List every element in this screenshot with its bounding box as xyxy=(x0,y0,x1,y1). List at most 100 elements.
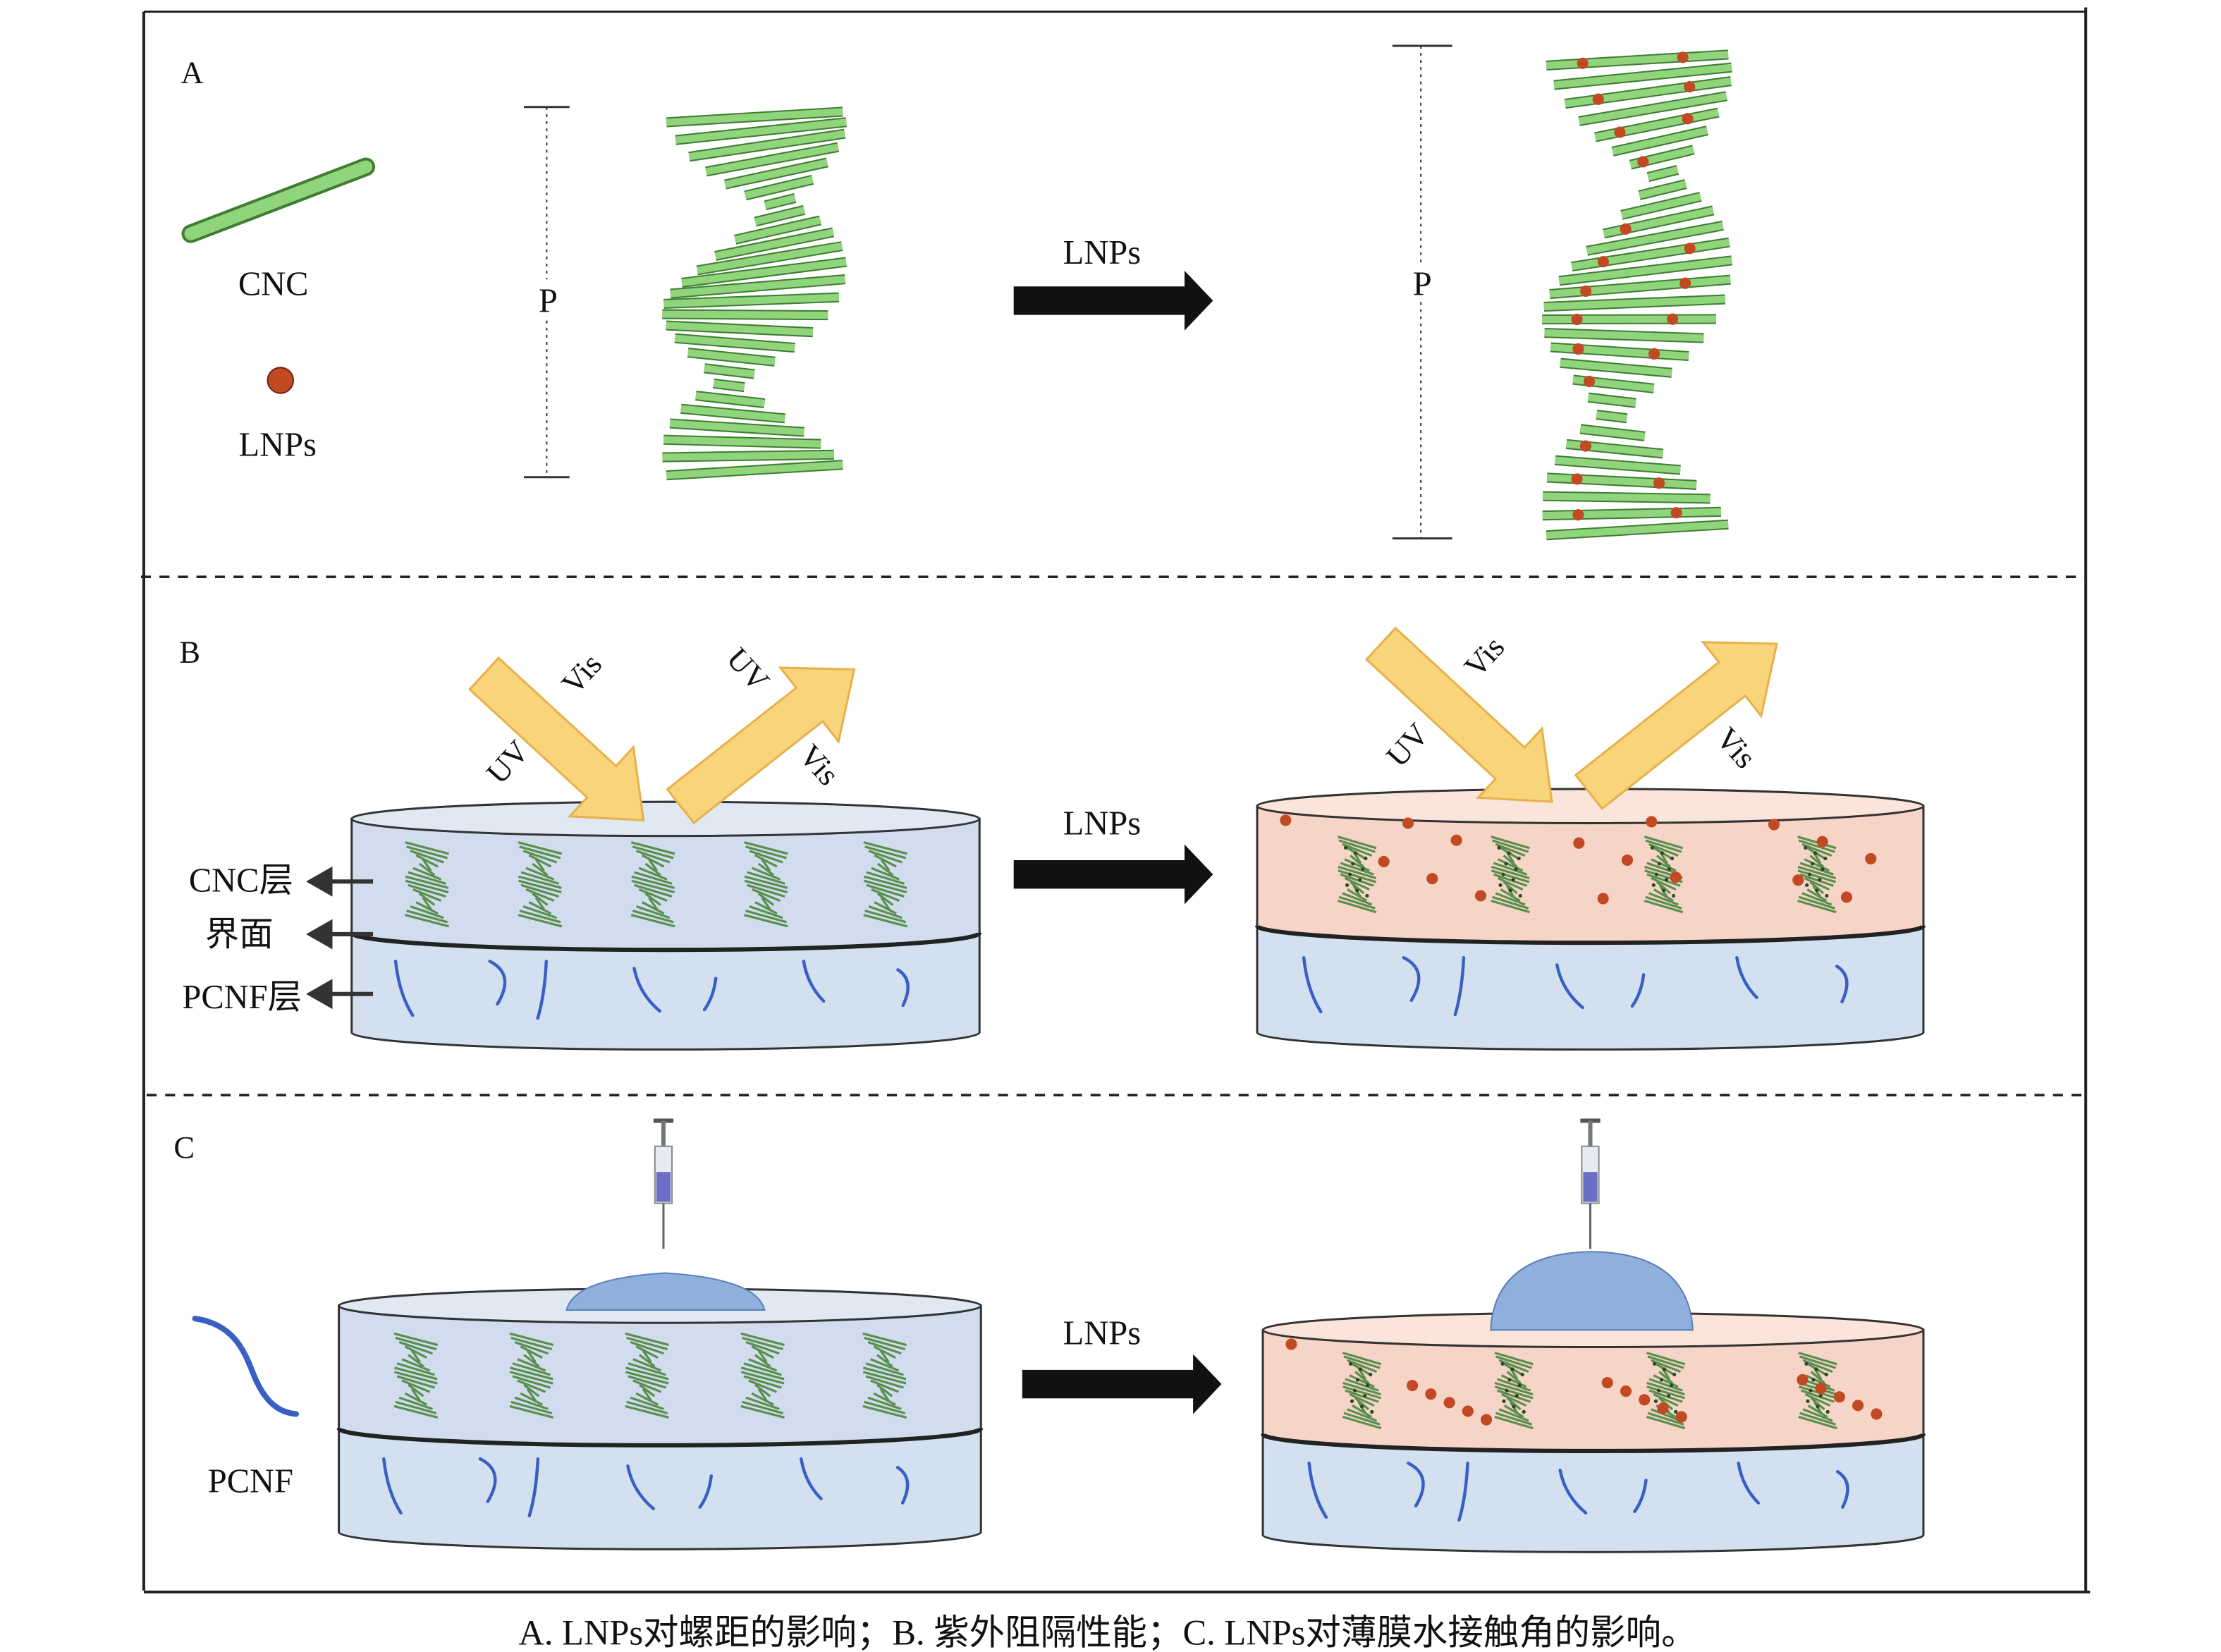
cnc-helix-motif xyxy=(509,1405,554,1419)
lnp-particle xyxy=(1620,1385,1632,1397)
cnc-rod xyxy=(1558,257,1732,285)
lnp-particle xyxy=(1684,243,1696,255)
cnc-helix-motif xyxy=(632,845,674,859)
pcnf-fiber xyxy=(382,1457,403,1515)
lnp-particle xyxy=(1348,872,1352,876)
cnc-helix-motif xyxy=(644,862,661,876)
cnc-helix-motif xyxy=(863,875,907,889)
cnc-helix-pure xyxy=(662,106,848,481)
lnp-particle xyxy=(1285,1338,1297,1350)
lnp-particle xyxy=(1572,343,1584,355)
cnc-helix-motif xyxy=(1500,1393,1527,1407)
cnc-helix-motif xyxy=(752,867,781,881)
interface-line xyxy=(1254,924,1926,946)
cnc-helix-motif xyxy=(1653,888,1674,903)
cnc-helix-motif xyxy=(642,1388,652,1402)
lnp-particle xyxy=(1364,856,1368,861)
cnc-helix-motif xyxy=(1496,1389,1531,1403)
lnp-particle xyxy=(1597,893,1609,905)
lnp-particle xyxy=(1620,223,1632,235)
lnp-particle xyxy=(1792,874,1804,886)
lnp-particle xyxy=(1577,57,1589,69)
cnc-helix-motif xyxy=(1801,843,1833,857)
lnp-particle xyxy=(1852,1400,1864,1412)
lnp-particle xyxy=(1670,1383,1674,1388)
light-beams xyxy=(467,626,1778,825)
film-disk-pure xyxy=(349,800,982,1051)
cnc-helix-motif xyxy=(1810,1397,1825,1411)
cnc-helix-motif xyxy=(630,914,675,928)
cnc-helix-motif xyxy=(630,1340,664,1355)
cnc-helix-motif xyxy=(864,1400,906,1414)
cnc-helix-motif xyxy=(740,1332,785,1347)
lnp-particle xyxy=(1370,1409,1374,1414)
cnc-rod xyxy=(688,130,845,161)
cnc-helix-motif xyxy=(1342,1385,1381,1400)
cnc-rod xyxy=(1543,295,1725,311)
cnc-rod xyxy=(1587,393,1636,407)
cnc-helix-motif xyxy=(747,871,785,885)
pcnf-fiber xyxy=(1558,1468,1588,1515)
cnc-helix-motif xyxy=(1647,1355,1684,1369)
cnc-rod xyxy=(1647,166,1679,181)
lnp-particle xyxy=(1501,872,1505,876)
cnc-helix-motif xyxy=(870,1379,900,1393)
cnc-helix-motif xyxy=(868,905,903,919)
lnp-particle xyxy=(1871,1408,1883,1420)
cnc-helix-motif xyxy=(633,883,673,898)
cnc-helix-motif xyxy=(396,1375,436,1389)
layer-pointer-arrows xyxy=(306,866,374,1010)
cnc-helix-motif xyxy=(864,845,907,859)
cnc-helix-motif xyxy=(1342,1381,1381,1396)
cnc-rod xyxy=(675,118,847,144)
cnc-helix-motif xyxy=(1338,895,1376,910)
cnc-helix-motif xyxy=(745,845,787,859)
cnc-helix-motif xyxy=(871,888,900,903)
cnc-helix-motif xyxy=(398,1340,434,1355)
film-disk-pure xyxy=(336,1287,984,1550)
lnp-particle xyxy=(1583,375,1596,388)
cnc-rod xyxy=(666,461,843,479)
cnc-helix-motif xyxy=(742,1400,784,1414)
cnc-helix-motif xyxy=(1804,1374,1831,1388)
cnc-helix-motif xyxy=(1342,843,1373,857)
cnc-helix-motif xyxy=(879,1350,890,1363)
cnc-helix-motif xyxy=(522,905,558,919)
cnc-helix-motif xyxy=(1352,1405,1373,1418)
cnc-helix-motif xyxy=(415,854,439,868)
cnc-rod xyxy=(1549,276,1731,298)
cnc-rod xyxy=(734,216,821,243)
lnp-particle xyxy=(1659,1378,1664,1382)
lnp-particle xyxy=(1671,893,1676,898)
lnp-particle xyxy=(1517,1383,1522,1388)
cnc-helix-motif xyxy=(1350,855,1365,868)
cnc-helix-motif xyxy=(876,1383,893,1397)
cnc-helix-motif xyxy=(1338,865,1377,880)
cnc-helix-motif xyxy=(1491,869,1530,883)
cnc-helix-motif xyxy=(632,910,674,924)
cnc-helix-motif xyxy=(648,897,659,910)
cnc-helix-motif xyxy=(404,1392,428,1406)
cnc-helix-motif xyxy=(1495,892,1526,906)
cnc-helix-motif xyxy=(526,1388,537,1402)
cnc-helix-motif xyxy=(510,1400,553,1414)
cnc-helix-motif xyxy=(1807,1405,1828,1418)
cnc-helix-motif xyxy=(1806,888,1828,903)
lnp-particle xyxy=(1354,851,1358,855)
cnc-helix-motif xyxy=(868,850,903,864)
cnc-helix-motif xyxy=(745,1340,780,1355)
lnp-particle-icon xyxy=(267,367,294,394)
cnc-rod xyxy=(666,322,814,336)
pcnf-label: PCNF xyxy=(208,1463,293,1500)
reflected-light-arrow xyxy=(666,666,856,825)
cnc-helix-motif xyxy=(415,901,439,915)
lnp-particle xyxy=(1402,817,1414,829)
cnc-label: CNC xyxy=(238,265,309,302)
vis-in-label-left: Vis xyxy=(554,647,608,701)
cnc-helix-motif xyxy=(871,867,900,881)
cnc-helix-motif xyxy=(1800,1389,1835,1403)
cnc-helix-motif xyxy=(394,1371,438,1385)
pcnf-fiber xyxy=(1402,956,1421,1003)
arrow-right-icon xyxy=(1013,271,1213,331)
lnp-particle xyxy=(1504,862,1508,866)
